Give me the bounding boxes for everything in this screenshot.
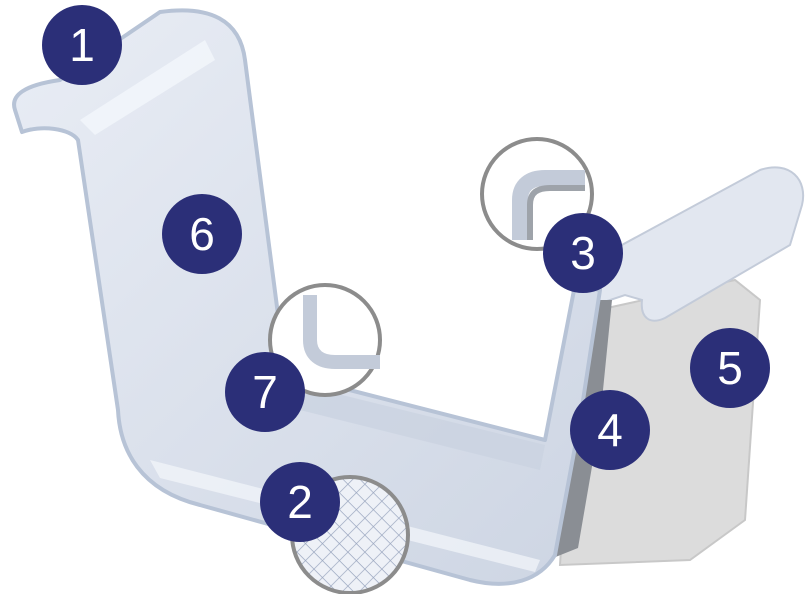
svg-text:4: 4: [597, 404, 623, 456]
svg-text:2: 2: [287, 476, 313, 528]
svg-text:6: 6: [189, 208, 215, 260]
callout-badge-3: 3: [543, 213, 623, 293]
callout-badge-6: 6: [162, 194, 242, 274]
profile-highlight-left: [80, 40, 215, 135]
right-rolled-lip: [583, 166, 805, 322]
svg-text:3: 3: [570, 227, 596, 279]
svg-text:1: 1: [69, 19, 95, 71]
callout-badge-5: 5: [690, 328, 770, 408]
svg-text:7: 7: [252, 366, 278, 418]
detail-circle-inner-corner: [268, 283, 382, 397]
svg-text:5: 5: [717, 342, 743, 394]
callout-badge-1: 1: [42, 5, 122, 85]
inner-floor: [270, 340, 545, 470]
callout-badge-4: 4: [570, 390, 650, 470]
callout-badge-2: 2: [260, 462, 340, 542]
callout-badge-7: 7: [225, 352, 305, 432]
